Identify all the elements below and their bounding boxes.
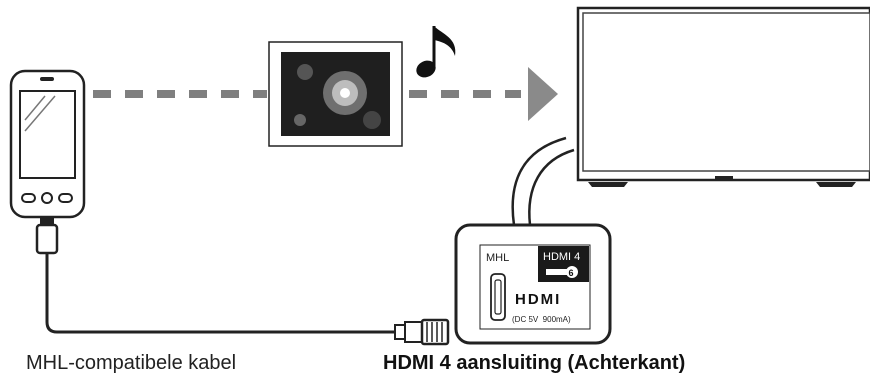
photo-icon xyxy=(268,41,403,147)
hdmi-port-label: HDMI 4 xyxy=(543,251,580,263)
signal-dashed-line xyxy=(93,90,521,98)
smartphone-icon xyxy=(9,69,86,219)
power-spec: (DC 5V 900mA) xyxy=(512,315,571,324)
zoom-callout-lines xyxy=(511,136,575,226)
hdmi-plug xyxy=(394,318,450,346)
cable-caption: MHL-compatibele kabel xyxy=(26,352,237,374)
music-note-icon xyxy=(416,26,456,78)
hdmi-number-badge: 6 xyxy=(569,268,574,278)
hdmi-port-panel xyxy=(454,223,612,345)
television-icon xyxy=(576,6,870,187)
arrow-right-icon xyxy=(528,67,558,121)
hdmi-logo: HDMI xyxy=(515,291,561,308)
mhl-cable xyxy=(35,217,395,334)
connection-caption: HDMI 4 aansluiting (Achterkant) xyxy=(383,352,686,374)
mhl-label: MHL xyxy=(486,252,509,264)
